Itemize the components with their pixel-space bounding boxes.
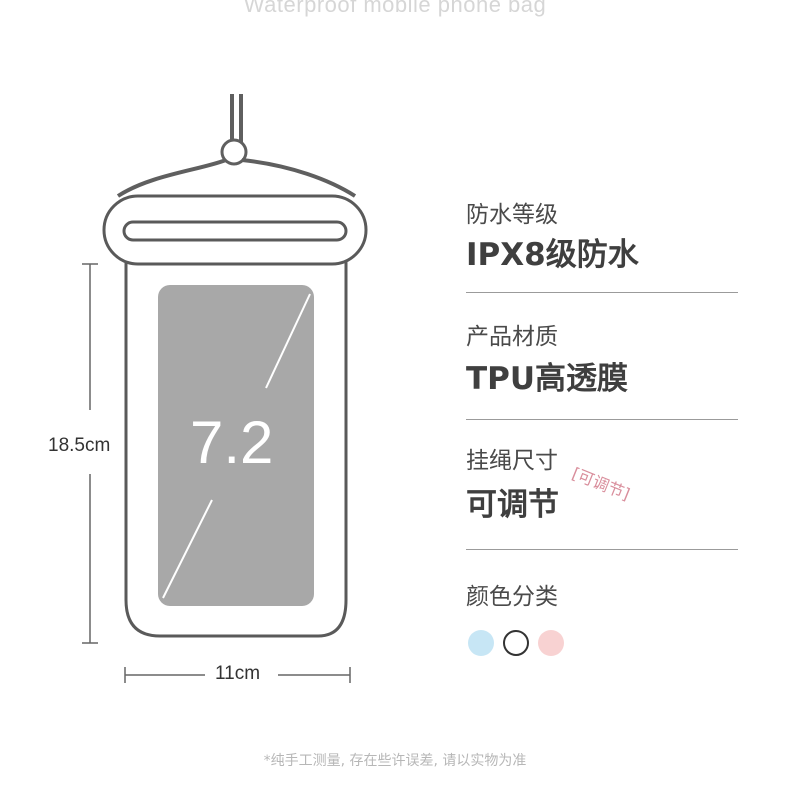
lanyard-loop-right bbox=[241, 158, 357, 198]
measurement-footnote: *纯手工测量, 存在些许误差, 请以实物为准 bbox=[263, 753, 527, 769]
spec-list: 防水等级 IPX8级防水 产品材质 TPU高透膜 挂绳尺寸 可调节 [可调节] bbox=[466, 190, 738, 574]
adjustable-tag: [可调节] bbox=[569, 463, 633, 504]
spec-label: 挂绳尺寸 bbox=[466, 448, 558, 474]
spec-value: 可调节 bbox=[466, 487, 559, 523]
spec-divider bbox=[466, 549, 738, 550]
spec-label: 防水等级 bbox=[466, 202, 558, 228]
spec-divider bbox=[466, 292, 738, 293]
spec-lanyard: 挂绳尺寸 可调节 [可调节] bbox=[466, 446, 738, 574]
lanyard-ring bbox=[220, 138, 248, 166]
spec-divider bbox=[466, 419, 738, 420]
lanyard-loop-left bbox=[116, 158, 227, 198]
spec-value: IPX8级防水 bbox=[466, 237, 639, 273]
screen-glare-line bbox=[162, 499, 213, 599]
page-header-title: Waterproof mobile phone bag bbox=[243, 0, 547, 17]
spec-material: 产品材质 TPU高透膜 bbox=[466, 318, 738, 446]
spec-label: 产品材质 bbox=[466, 324, 558, 350]
phone-bag-illustration bbox=[82, 94, 368, 683]
height-dimension-label: 18.5cm bbox=[48, 435, 111, 456]
width-dimension-label: 11cm bbox=[215, 663, 261, 684]
color-swatch-white[interactable] bbox=[503, 630, 529, 656]
spec-waterproof: 防水等级 IPX8级防水 bbox=[466, 190, 738, 318]
spec-value: TPU高透膜 bbox=[466, 361, 629, 397]
phone-screen bbox=[158, 285, 314, 606]
screen-glare-line bbox=[265, 293, 311, 389]
bag-seal-slot bbox=[122, 220, 348, 242]
color-swatch-pink[interactable] bbox=[538, 630, 564, 656]
screen-size-label: 7.2 bbox=[190, 409, 274, 476]
colors-label: 颜色分类 bbox=[466, 584, 558, 610]
color-swatch-light-blue[interactable] bbox=[468, 630, 494, 656]
